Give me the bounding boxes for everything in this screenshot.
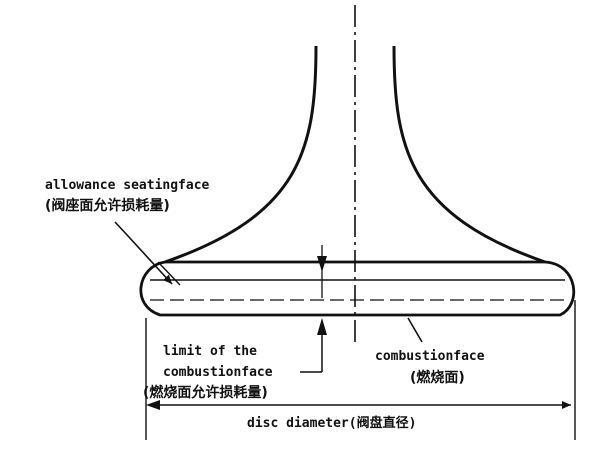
combustionface-cn-label: (燃烧面) xyxy=(410,369,465,386)
valve-disc-outline xyxy=(139,260,576,317)
valve-stem-outline-right xyxy=(392,45,546,264)
limit-combustionface-line1: limit of the xyxy=(163,344,257,359)
disc-diameter-label: disc diameter(阀盘直径) xyxy=(247,415,416,431)
limit-combustionface-cn-label: (燃烧面允许损耗量) xyxy=(143,384,268,401)
seat-edge-line xyxy=(157,261,181,286)
combustionface-leader xyxy=(407,317,423,343)
allowance-seatingface-leader xyxy=(114,221,173,285)
limit-combustionface-line2: combustionface xyxy=(163,365,273,380)
combustionface-label: combustionface xyxy=(375,349,485,364)
disc-diameter-arrow-left xyxy=(146,400,160,410)
allowance-seatingface-label: allowance seatingface xyxy=(45,178,210,193)
combustion-limit-arrow-top xyxy=(317,256,327,272)
combustion-limit-arrow-bottom xyxy=(317,318,327,335)
allowance-seatingface-cn-label: (阀座面允许损耗量) xyxy=(45,197,170,214)
valve-stem-outline-left xyxy=(164,45,318,264)
